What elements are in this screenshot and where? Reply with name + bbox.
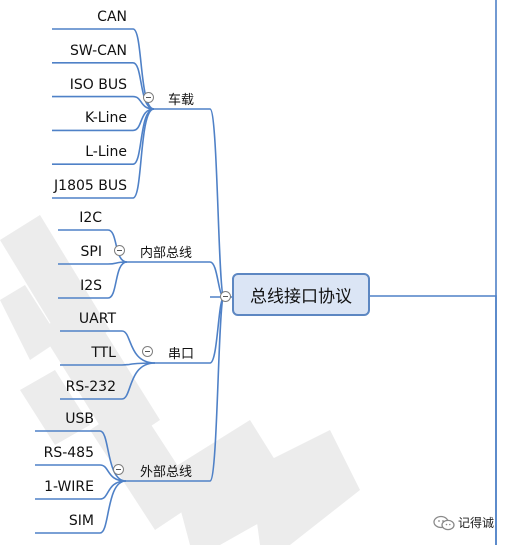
collapse-button-1[interactable] bbox=[114, 245, 125, 256]
branch-label-1[interactable]: 内部总线 bbox=[140, 246, 193, 261]
root-right-connector bbox=[370, 295, 497, 545]
branch-trunk-0 bbox=[209, 108, 225, 298]
leaf-label-0-2[interactable]: ISO BUS bbox=[69, 76, 127, 93]
leaf-connector-2-2 bbox=[121, 362, 156, 400]
leaf-label-2-1[interactable]: TTL bbox=[91, 345, 116, 361]
leaf-label-3-0[interactable]: USB bbox=[65, 411, 94, 427]
leaf-connector-2-0 bbox=[121, 330, 156, 364]
wechat-icon bbox=[433, 515, 455, 531]
leaf-label-1-0[interactable]: I2C bbox=[79, 210, 102, 226]
leaf-label-0-5[interactable]: J1805 BUS bbox=[54, 178, 127, 194]
leaf-connector-3-2 bbox=[99, 480, 127, 500]
branch-label-2[interactable]: 串口 bbox=[168, 347, 195, 362]
collapse-button-3[interactable] bbox=[113, 464, 124, 475]
leaf-label-2-0[interactable]: UART bbox=[78, 311, 116, 327]
leaf-label-3-1[interactable]: RS-485 bbox=[43, 445, 94, 461]
leaf-connector-0-1 bbox=[132, 62, 155, 110]
leaf-label-2-2[interactable]: RS-232 bbox=[65, 379, 116, 395]
leaf-label-0-4[interactable]: L-Line bbox=[85, 144, 127, 161]
root-collapse-button[interactable] bbox=[220, 291, 231, 302]
collapse-button-0[interactable] bbox=[143, 92, 154, 103]
leaf-label-0-1[interactable]: SW-CAN bbox=[69, 42, 127, 59]
watermark-text: 记得诚 bbox=[458, 516, 495, 530]
leaf-connector-0-0 bbox=[132, 28, 155, 110]
root-node[interactable]: 总线接口协议 bbox=[232, 273, 370, 316]
collapse-button-2[interactable] bbox=[142, 346, 153, 357]
leaf-label-1-1[interactable]: SPI bbox=[80, 244, 102, 260]
branch-label-0[interactable]: 车载 bbox=[168, 93, 195, 108]
leaf-label-3-2[interactable]: 1-WIRE bbox=[44, 479, 94, 495]
branch-label-3[interactable]: 外部总线 bbox=[140, 465, 193, 480]
leaf-label-1-2[interactable]: I2S bbox=[80, 278, 102, 294]
leaf-label-0-3[interactable]: K-Line bbox=[85, 110, 127, 127]
leaf-connector-3-0 bbox=[99, 430, 127, 482]
leaf-label-3-3[interactable]: SIM bbox=[68, 513, 94, 529]
leaf-connector-0-5 bbox=[132, 108, 155, 199]
root-node-label: 总线接口协议 bbox=[250, 287, 352, 307]
branch-trunk-3 bbox=[209, 296, 225, 482]
leaf-connector-3-3 bbox=[99, 480, 127, 534]
leaf-label-0-0[interactable]: CAN bbox=[97, 9, 127, 25]
leaf-connector-1-2 bbox=[107, 261, 128, 299]
